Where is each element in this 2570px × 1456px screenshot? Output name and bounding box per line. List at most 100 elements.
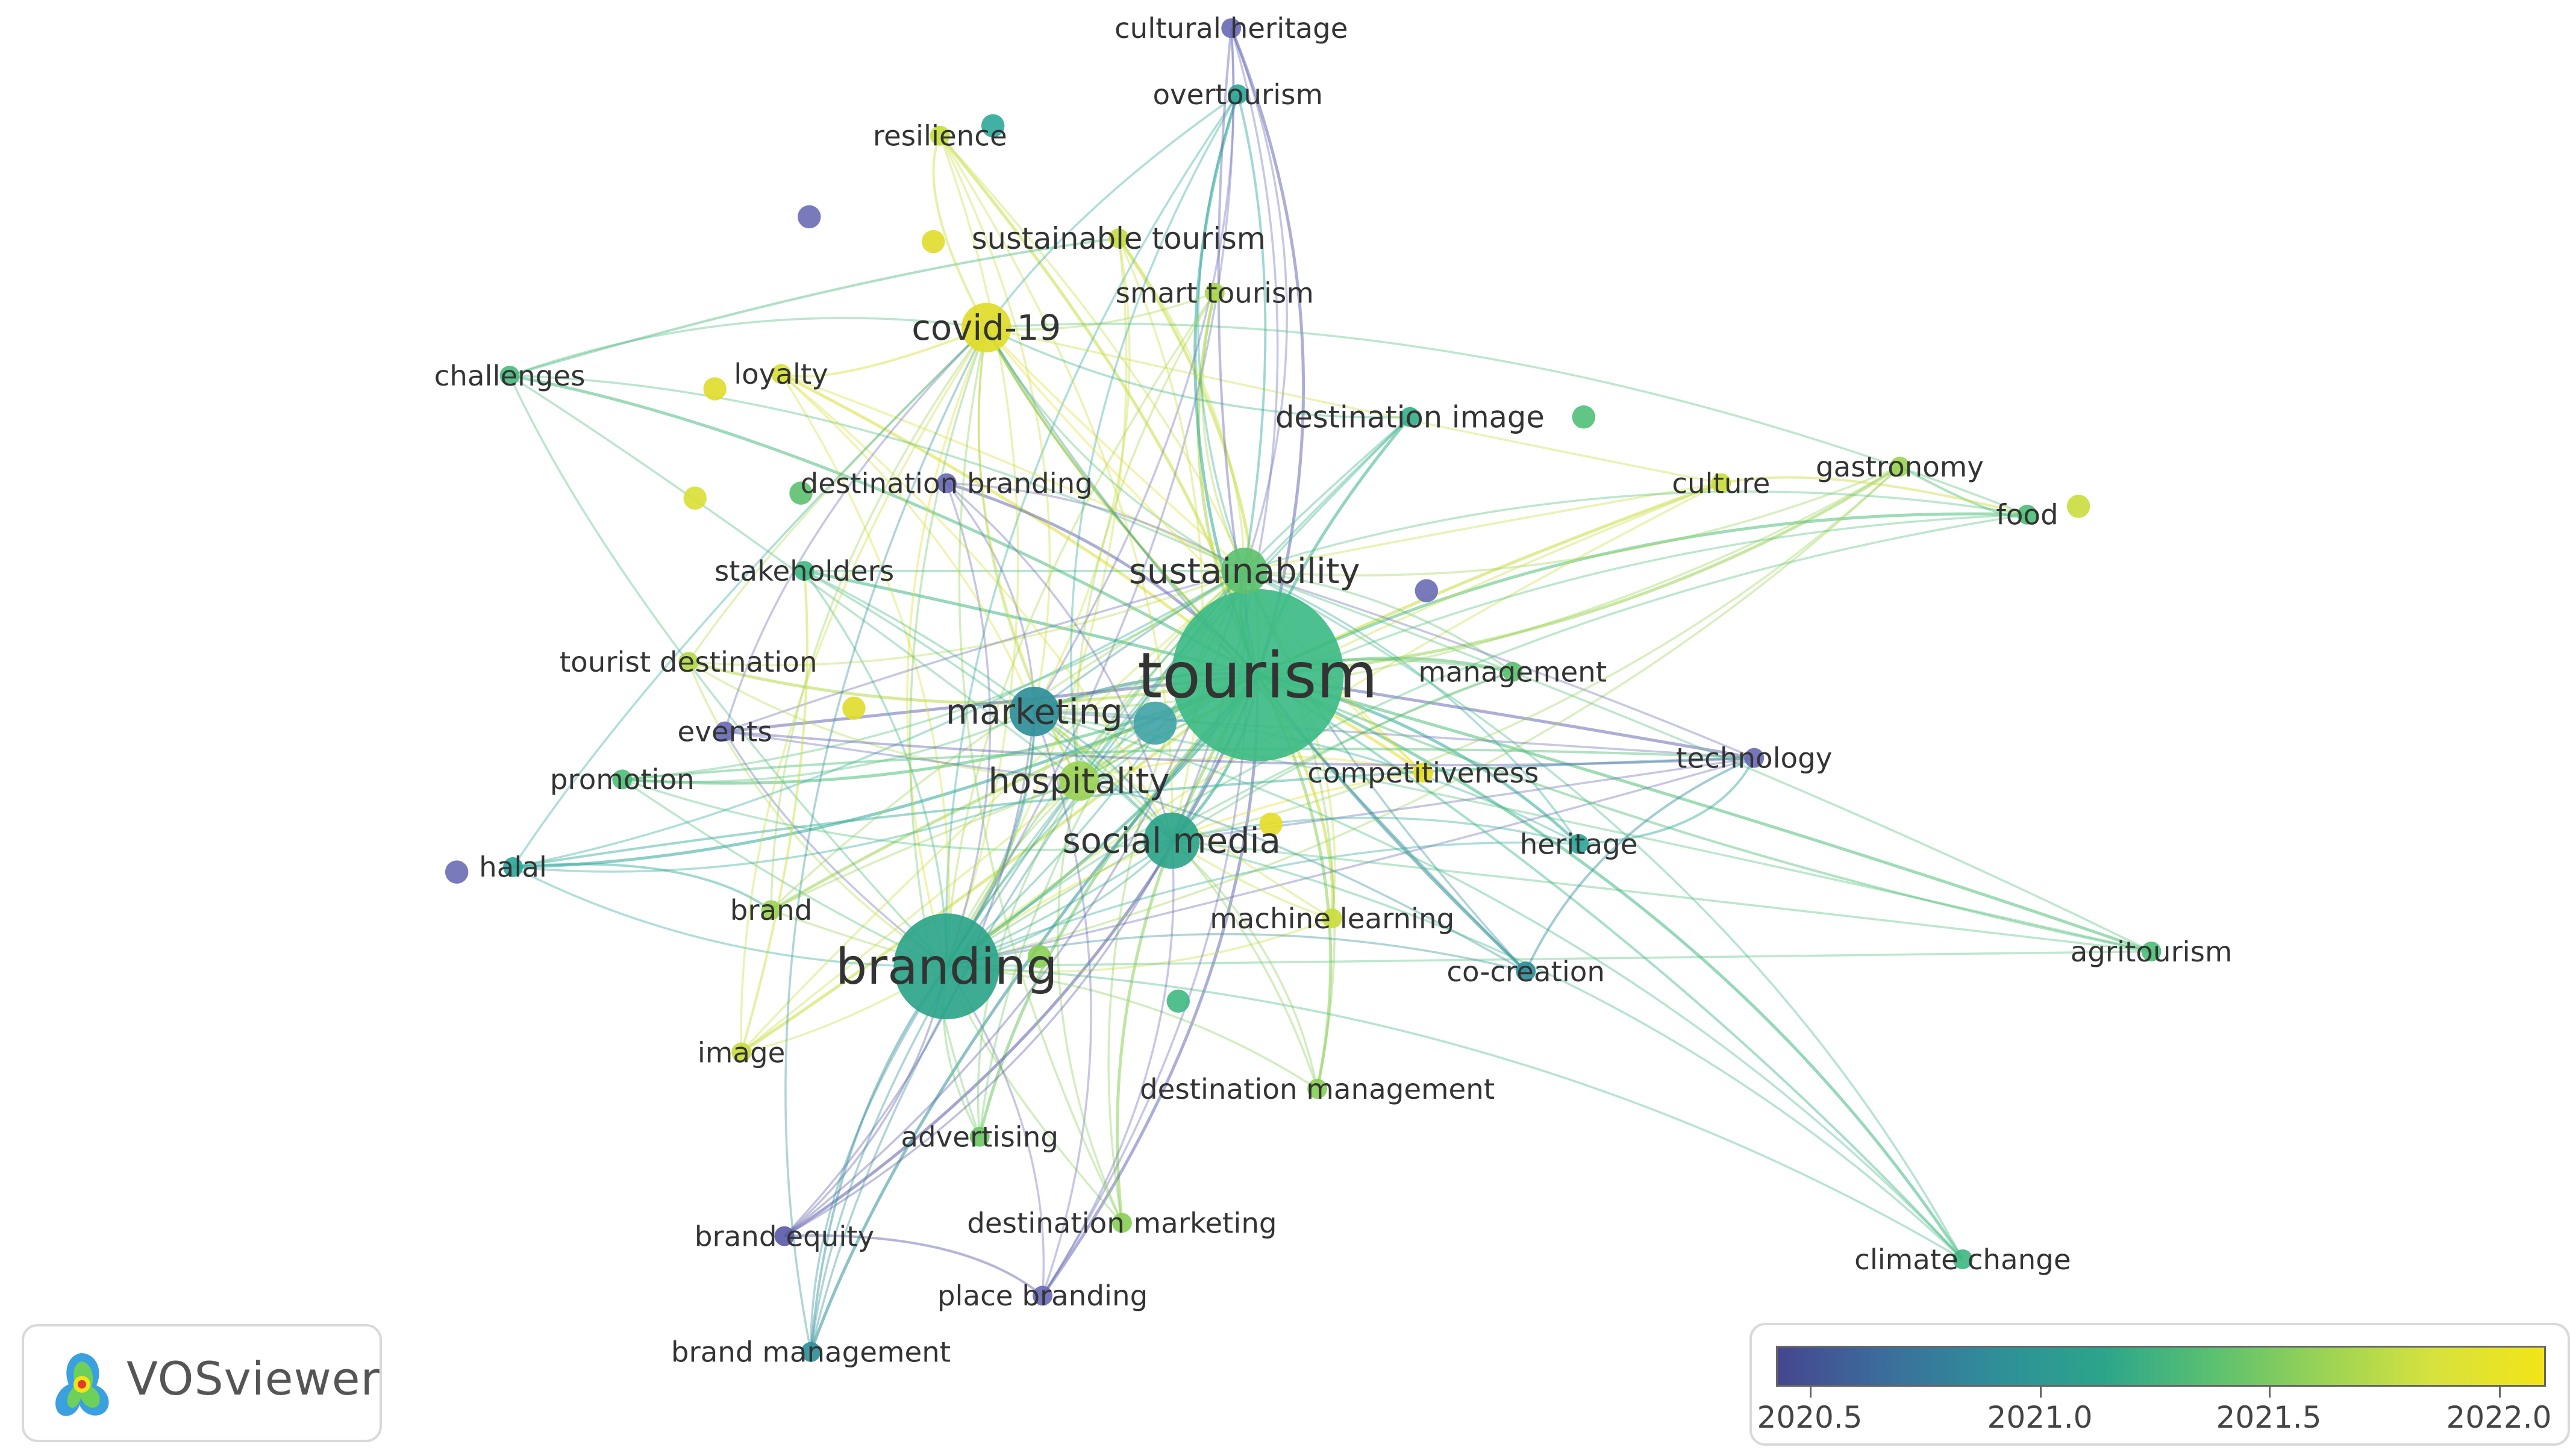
edge-social_media-destination_branding bbox=[946, 482, 1173, 841]
edge-sustainability-gastronomy bbox=[1244, 466, 1901, 576]
node-cultural_heritage[interactable] bbox=[1221, 18, 1242, 39]
edge-sustainability-promotion bbox=[622, 570, 1245, 781]
label-tourism: tourism bbox=[1137, 639, 1378, 712]
edge-social_media-place_branding bbox=[1042, 840, 1175, 1296]
node-tourism[interactable] bbox=[1171, 589, 1344, 761]
edge-branding-resilience bbox=[939, 135, 1019, 967]
node-machine_learning[interactable] bbox=[1322, 908, 1342, 929]
edge-branding-overtourism bbox=[945, 93, 1239, 967]
edge-sustainability-management bbox=[1244, 569, 1513, 673]
label-resilience: resilience bbox=[873, 120, 1007, 153]
label-marketing: marketing bbox=[946, 691, 1123, 732]
node-hospitality[interactable] bbox=[1059, 761, 1099, 801]
edge-branding-loyalty bbox=[780, 373, 951, 967]
node-heritage[interactable] bbox=[1569, 834, 1589, 854]
node-gastronomy[interactable] bbox=[1890, 457, 1910, 477]
node-agritourism[interactable] bbox=[2141, 942, 2162, 961]
node-brand_management[interactable] bbox=[801, 1342, 821, 1362]
edge-marketing-heritage bbox=[1034, 710, 1580, 845]
satellite-dot bbox=[1133, 701, 1177, 745]
node-loyalty[interactable] bbox=[771, 364, 792, 384]
edge-sustainability-food bbox=[1244, 490, 2028, 572]
legend-tick-label: 2021.0 bbox=[1987, 1400, 2093, 1435]
node-resilience[interactable] bbox=[930, 125, 950, 146]
edge-social_media-brand_equity bbox=[784, 840, 1173, 1237]
label-climate_change: climate change bbox=[1854, 1244, 2071, 1276]
edge-tourism-brand bbox=[770, 673, 1258, 911]
node-culture[interactable] bbox=[1711, 473, 1731, 493]
edge-branding-covid19 bbox=[906, 327, 987, 967]
node-marketing[interactable] bbox=[1009, 686, 1060, 737]
satellite-dot bbox=[445, 860, 469, 884]
edge-covid19-image bbox=[740, 327, 987, 1053]
edge-hospitality-smart_tourism bbox=[1075, 292, 1216, 781]
node-halal[interactable] bbox=[503, 857, 524, 877]
node-destination_management[interactable] bbox=[1307, 1079, 1328, 1099]
legend-tick-mark bbox=[2269, 1386, 2271, 1398]
edge-culture-food bbox=[1721, 476, 2028, 516]
node-events[interactable] bbox=[714, 721, 735, 742]
node-management[interactable] bbox=[1502, 661, 1523, 682]
node-stakeholders[interactable] bbox=[794, 561, 814, 581]
label-smart_tourism: smart tourism bbox=[1116, 278, 1314, 310]
edge-halal-technology bbox=[513, 757, 1754, 869]
node-co_creation[interactable] bbox=[1516, 961, 1536, 981]
edge-branding-place_branding bbox=[945, 966, 1045, 1296]
edge-covid19-destination_image bbox=[986, 327, 1410, 419]
node-branding[interactable] bbox=[893, 913, 1000, 1020]
edge-branding-heritage bbox=[946, 841, 1579, 967]
edge-sustainability-image bbox=[740, 570, 1245, 1054]
label-competitiveness: competitiveness bbox=[1307, 757, 1539, 790]
edge-marketing-stakeholders bbox=[804, 570, 1035, 713]
label-gastronomy: gastronomy bbox=[1816, 451, 1984, 484]
node-place_branding[interactable] bbox=[1033, 1286, 1053, 1306]
edge-sustainability-marketing bbox=[1033, 570, 1245, 713]
node-tourist_destination[interactable] bbox=[678, 652, 699, 672]
label-loyalty: loyalty bbox=[734, 358, 828, 391]
legend-tick-mark bbox=[2040, 1386, 2042, 1398]
edge-climate_change-tourism bbox=[1257, 674, 1964, 1260]
edge-branding-smart_tourism bbox=[945, 292, 1216, 967]
label-advertising: advertising bbox=[901, 1121, 1058, 1154]
edge-social_media-climate_change bbox=[1171, 839, 1964, 1260]
node-destination_marketing[interactable] bbox=[1111, 1213, 1132, 1233]
node-brand[interactable] bbox=[761, 900, 781, 920]
edge-heritage-technology bbox=[1578, 757, 1756, 845]
edge-branding-machine_learning bbox=[946, 917, 1333, 973]
node-overtourism[interactable] bbox=[1228, 84, 1248, 105]
edge-sustainability-events bbox=[724, 570, 1245, 733]
node-technology[interactable] bbox=[1744, 748, 1765, 768]
node-brand_equity[interactable] bbox=[774, 1226, 795, 1246]
node-social_media[interactable] bbox=[1143, 812, 1200, 869]
edge-branding-challenges bbox=[508, 375, 948, 967]
edge-branding-halal bbox=[512, 866, 947, 968]
label-culture: culture bbox=[1672, 467, 1770, 500]
edge-tourism-challenges bbox=[509, 374, 1258, 676]
node-promotion[interactable] bbox=[612, 769, 633, 790]
node-sustainable_tourism[interactable] bbox=[1108, 228, 1129, 249]
node-covid19[interactable] bbox=[961, 302, 1011, 353]
node-advertising[interactable] bbox=[969, 1126, 990, 1147]
edge-agritourism-tourism bbox=[1257, 673, 2152, 953]
edge-tourism-brand_equity bbox=[783, 674, 1259, 1238]
edge-sustainability-destination_branding bbox=[946, 482, 1245, 572]
edge-sustainability-brand bbox=[770, 570, 1245, 911]
node-competitiveness[interactable] bbox=[1413, 763, 1433, 783]
label-overtourism: overtourism bbox=[1152, 79, 1323, 111]
label-machine_learning: machine learning bbox=[1210, 903, 1454, 936]
node-destination_image[interactable] bbox=[1399, 407, 1420, 427]
edge-hospitality-brand bbox=[771, 780, 1080, 911]
node-sustainability[interactable] bbox=[1221, 548, 1268, 595]
edge-hospitality-destination_marketing bbox=[1057, 781, 1124, 1223]
edge-marketing-gastronomy bbox=[1034, 466, 1901, 713]
edge-hospitality-brand_management bbox=[810, 780, 1080, 1352]
node-challenges[interactable] bbox=[499, 366, 520, 386]
node-destination_branding[interactable] bbox=[936, 473, 957, 493]
node-smart_tourism[interactable] bbox=[1204, 283, 1225, 303]
node-food[interactable] bbox=[2017, 504, 2037, 525]
node-image[interactable] bbox=[731, 1042, 752, 1063]
node-climate_change[interactable] bbox=[1953, 1249, 1973, 1269]
legend-tick-label: 2020.5 bbox=[1757, 1400, 1863, 1435]
